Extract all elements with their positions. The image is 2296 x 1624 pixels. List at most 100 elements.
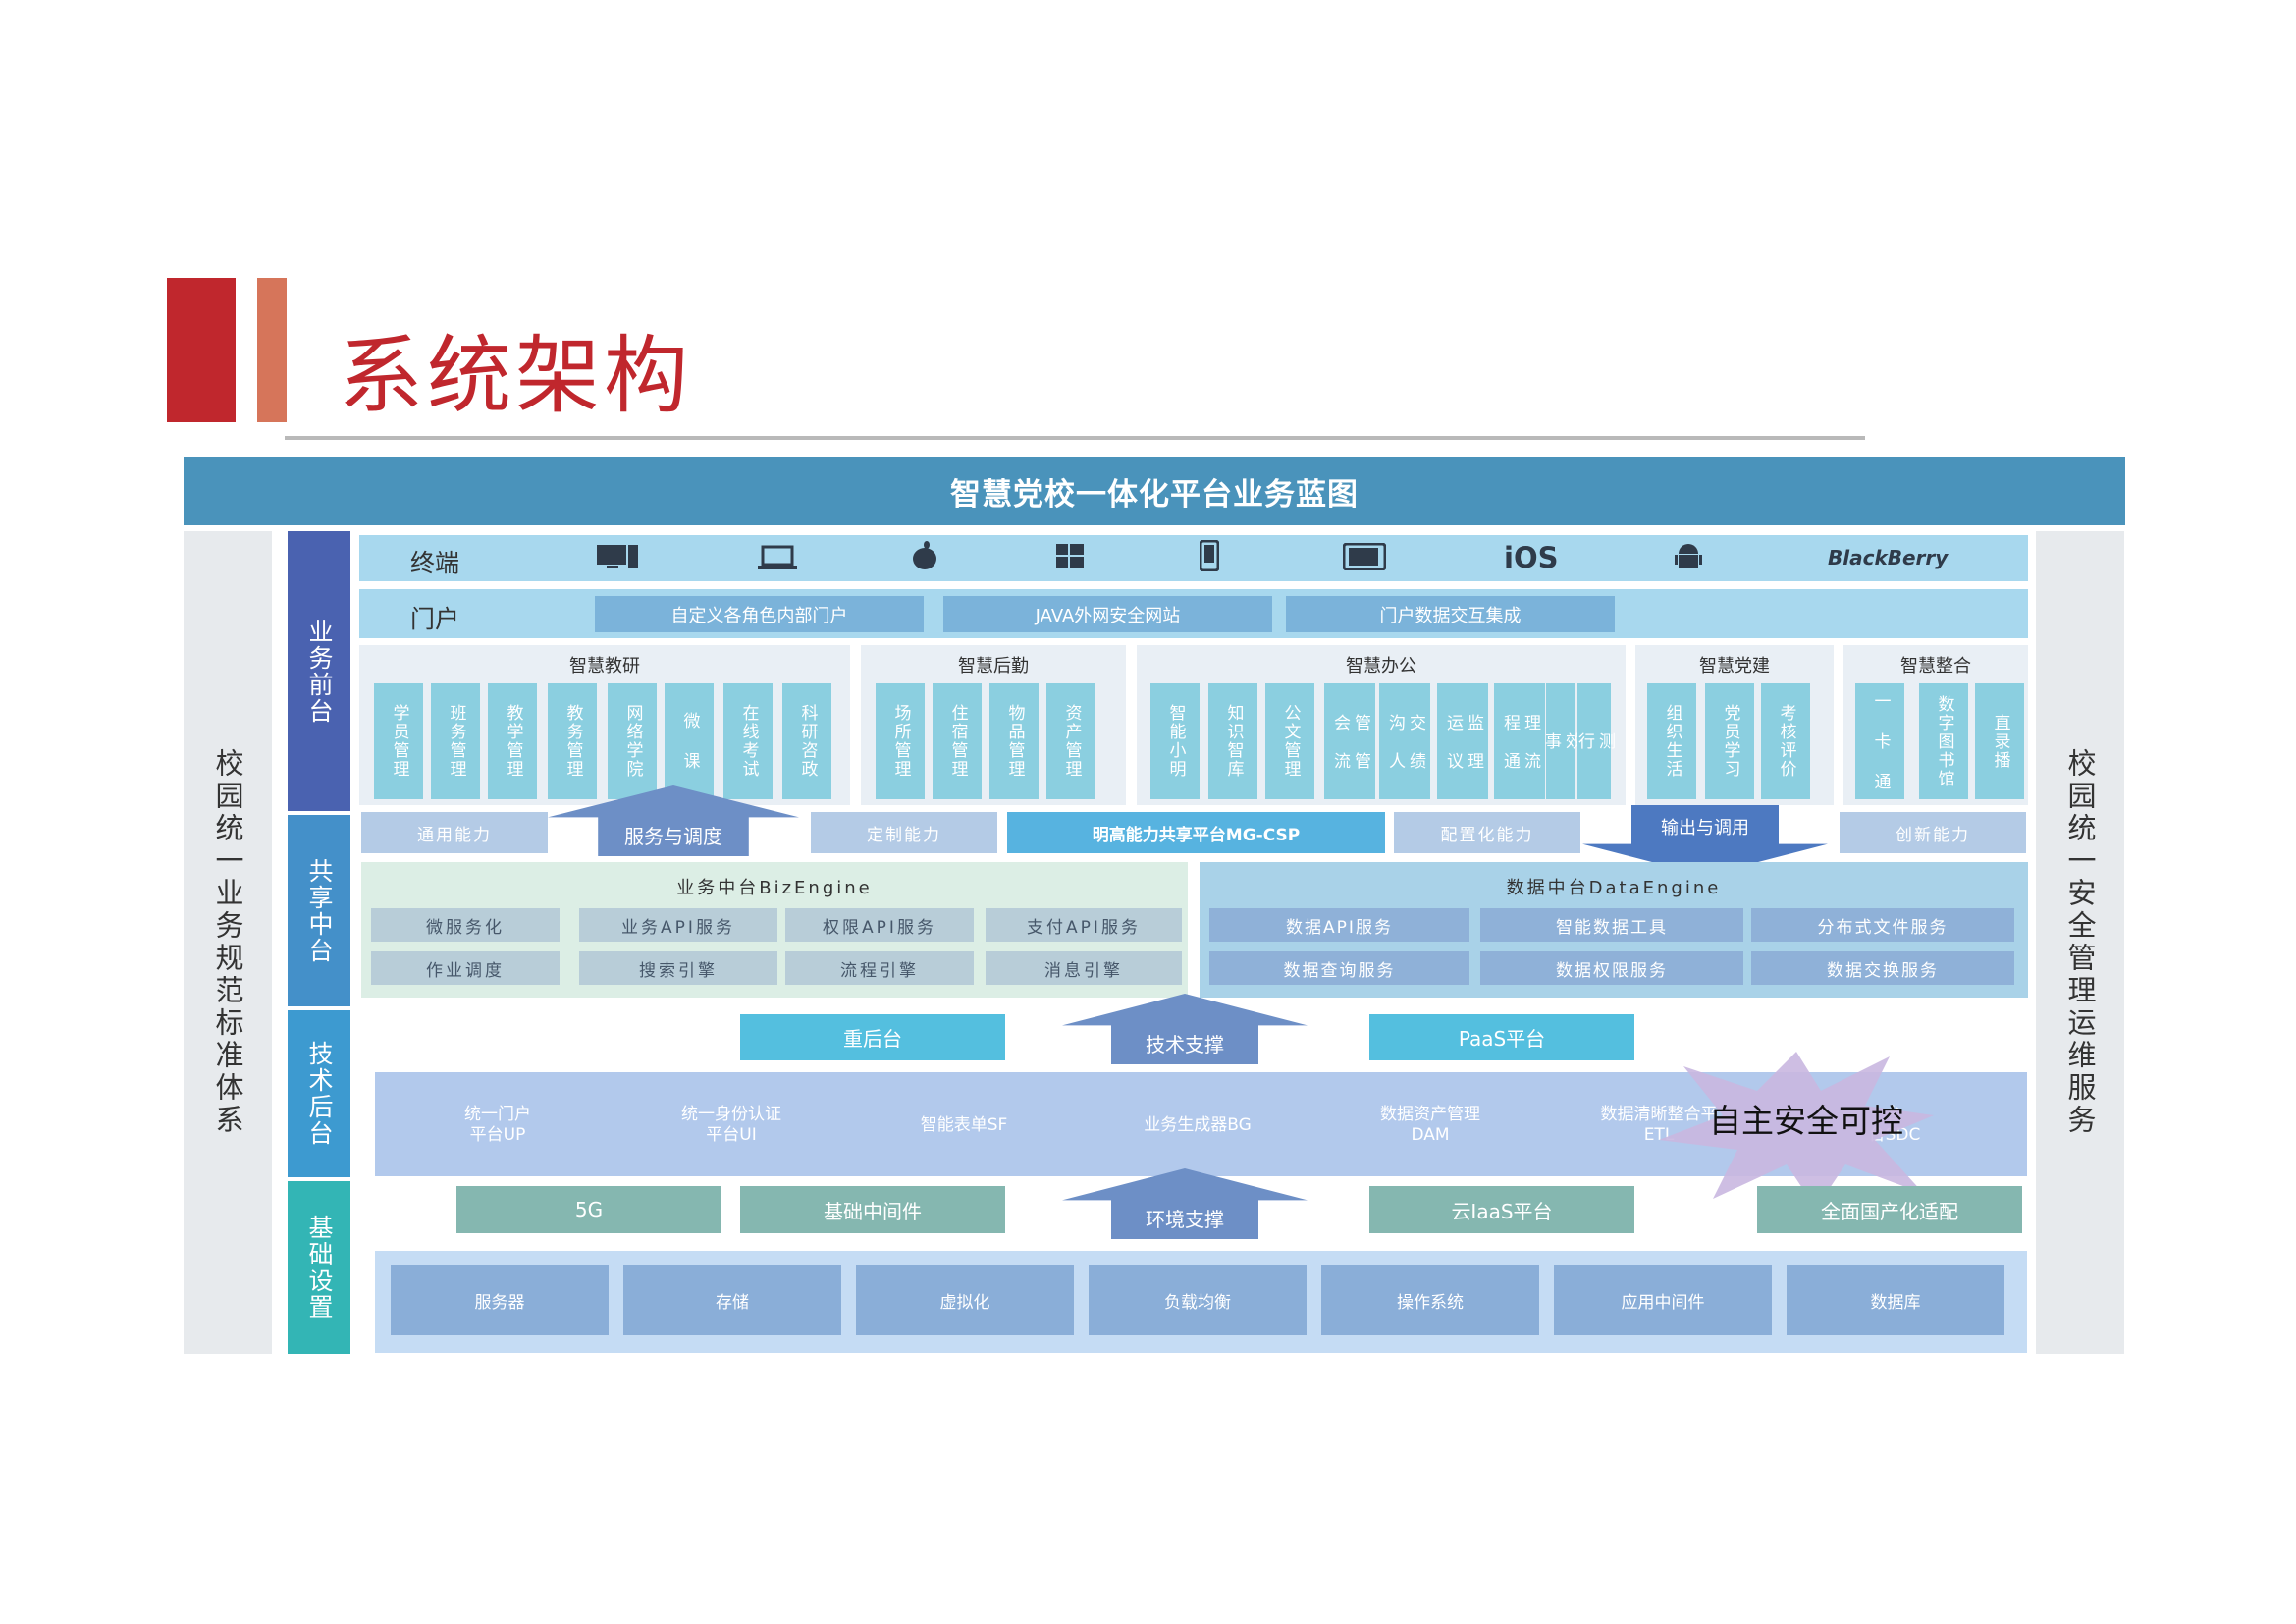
capability-platform: 明高能力共享平台MG-CSP (1007, 812, 1385, 853)
unified-platform-line: 统一门户 (464, 1105, 531, 1124)
business-cell-label: 程 通 理 流 (1500, 713, 1540, 770)
business-cell-label: 班务管理 (446, 704, 466, 779)
data-service: 数据API服务 (1209, 908, 1469, 942)
business-cell: 微 课 (665, 683, 714, 799)
starburst-label: 自主安全可控 (1709, 1102, 1903, 1140)
infra-item: 负载均衡 (1089, 1265, 1307, 1335)
business-cell-label: 教务管理 (562, 704, 583, 779)
diagram-banner: 智慧党校一体化平台业务蓝图 (184, 457, 2125, 525)
unified-platform-item: 智能表单SF (856, 1098, 1072, 1153)
business-cell: 运 议 监 理 (1437, 683, 1488, 799)
business-cell-label: 住宿管理 (947, 704, 968, 779)
business-cell: 数字图书馆 (1919, 683, 1968, 799)
business-cell: 在线考试 (723, 683, 773, 799)
starburst-icon (1659, 1052, 1934, 1209)
biz-service: 消息引擎 (986, 951, 1182, 985)
unified-platform-line: 平台UP (469, 1125, 526, 1145)
infra-item: 操作系统 (1321, 1265, 1539, 1335)
business-group-title: 智慧办公 (1346, 656, 1416, 677)
business-cell: 场所管理 (876, 683, 925, 799)
business-group-title: 智慧整合 (1900, 656, 1971, 677)
env-support-label: 环境支撑 (1146, 1207, 1224, 1231)
data-service: 智能数据工具 (1480, 908, 1743, 942)
infra-item: 数据库 (1787, 1265, 2004, 1335)
unified-platform-line: 数据资产管理 (1380, 1105, 1480, 1124)
business-group-title: 智慧后勤 (958, 656, 1029, 677)
page-title: 系统架构 (339, 327, 692, 425)
data-service: 数据查询服务 (1209, 951, 1469, 985)
tech-support-label: 技术支撑 (1146, 1032, 1224, 1056)
business-cell-label: 组织生活 (1662, 704, 1682, 779)
business-cell-label: 资产管理 (1061, 704, 1082, 779)
business-cell: 班务管理 (431, 683, 480, 799)
layer-tech-label: 技术后台 (305, 1041, 334, 1147)
layer-share-label: 共享中台 (305, 857, 334, 964)
business-cell: 公文管理 (1265, 683, 1314, 799)
data-service: 分布式文件服务 (1751, 908, 2014, 942)
layer-base: 基础设置 (288, 1181, 350, 1354)
business-cell: 学员管理 (374, 683, 423, 799)
biz-service: 业务API服务 (579, 908, 777, 942)
infra-item: 服务器 (391, 1265, 609, 1335)
title-divider (285, 436, 1865, 440)
base-iaas: 云IaaS平台 (1369, 1186, 1634, 1233)
unified-platform-line: 智能表单SF (920, 1114, 1008, 1135)
business-cell-label: 物品管理 (1004, 704, 1025, 779)
business-cell: 事 效 (1541, 683, 1581, 799)
layer-tech: 技术后台 (288, 1010, 350, 1177)
business-cell-label: 微 课 (679, 712, 700, 771)
service-dispatch-label: 服务与调度 (624, 824, 722, 848)
business-cell-label: 沟 人 交 绩 (1385, 713, 1425, 770)
business-cell-label: 考核评价 (1776, 704, 1796, 779)
business-cell: 沟 人 交 绩 (1379, 683, 1430, 799)
business-cell: 直录播 (1975, 683, 2024, 799)
biz-service: 流程引擎 (785, 951, 974, 985)
portal-item: 门户数据交互集成 (1286, 596, 1615, 632)
business-cell-label: 智能小明 (1165, 704, 1186, 779)
desktop-icon (597, 543, 640, 577)
unified-platform-item: 业务生成器BG (1090, 1098, 1306, 1153)
business-cell: 教学管理 (488, 683, 537, 799)
side-right-text: 校园统一安全管理运维服务 (2063, 748, 2097, 1137)
business-cell-label: 直录播 (1990, 713, 2010, 770)
unified-platform-item: 统一身份认证平台UI (623, 1098, 839, 1153)
unified-platform-line: DAM (1411, 1125, 1450, 1145)
android-icon (1675, 542, 1702, 578)
business-cell-label: 一 卡 通 (1870, 691, 1891, 791)
base-localization: 全面国产化适配 (1757, 1186, 2022, 1233)
infra-item: 存储 (623, 1265, 841, 1335)
output-call-label: 输出与调用 (1661, 818, 1749, 839)
windows-icon (1056, 544, 1084, 576)
business-cell-label: 行 测 (1575, 732, 1615, 750)
portal-item: 自定义各角色内部门户 (595, 596, 924, 632)
business-cell: 住宿管理 (933, 683, 982, 799)
business-cell-label: 运 议 监 理 (1443, 713, 1483, 770)
capability-custom: 定制能力 (811, 812, 997, 853)
portal-item: JAVA外网安全网站 (943, 596, 1272, 632)
business-cell-label: 科研咨政 (797, 704, 818, 779)
business-cell: 网络学院 (608, 683, 657, 799)
base-5g: 5G (456, 1186, 721, 1233)
biz-service: 作业调度 (371, 951, 560, 985)
data-engine-title: 数据中台DataEngine (1506, 878, 1722, 898)
phone-icon (1199, 539, 1220, 578)
side-column-right: 校园统一安全管理运维服务 (2036, 531, 2124, 1354)
business-group-title: 智慧教研 (569, 656, 640, 677)
layer-base-label: 基础设置 (305, 1215, 334, 1321)
layer-front-label: 业务前台 (305, 618, 334, 725)
business-cell-label: 网络学院 (622, 704, 643, 779)
business-cell: 智能小明 (1150, 683, 1200, 799)
base-middleware: 基础中间件 (740, 1186, 1005, 1233)
business-cell: 程 通 理 流 (1494, 683, 1545, 799)
biz-service: 微服务化 (371, 908, 560, 942)
biz-engine-title: 业务中台BizEngine (676, 878, 873, 898)
data-service: 数据权限服务 (1480, 951, 1743, 985)
capability-general: 通用能力 (361, 812, 548, 853)
blackberry-icon: BlackBerry (1828, 546, 1949, 569)
biz-service: 权限API服务 (785, 908, 974, 942)
business-cell: 组织生活 (1647, 683, 1696, 799)
business-cell-label: 知识智库 (1223, 704, 1244, 779)
title-accent-bar-light (257, 278, 287, 422)
business-cell: 一 卡 通 (1855, 683, 1904, 799)
